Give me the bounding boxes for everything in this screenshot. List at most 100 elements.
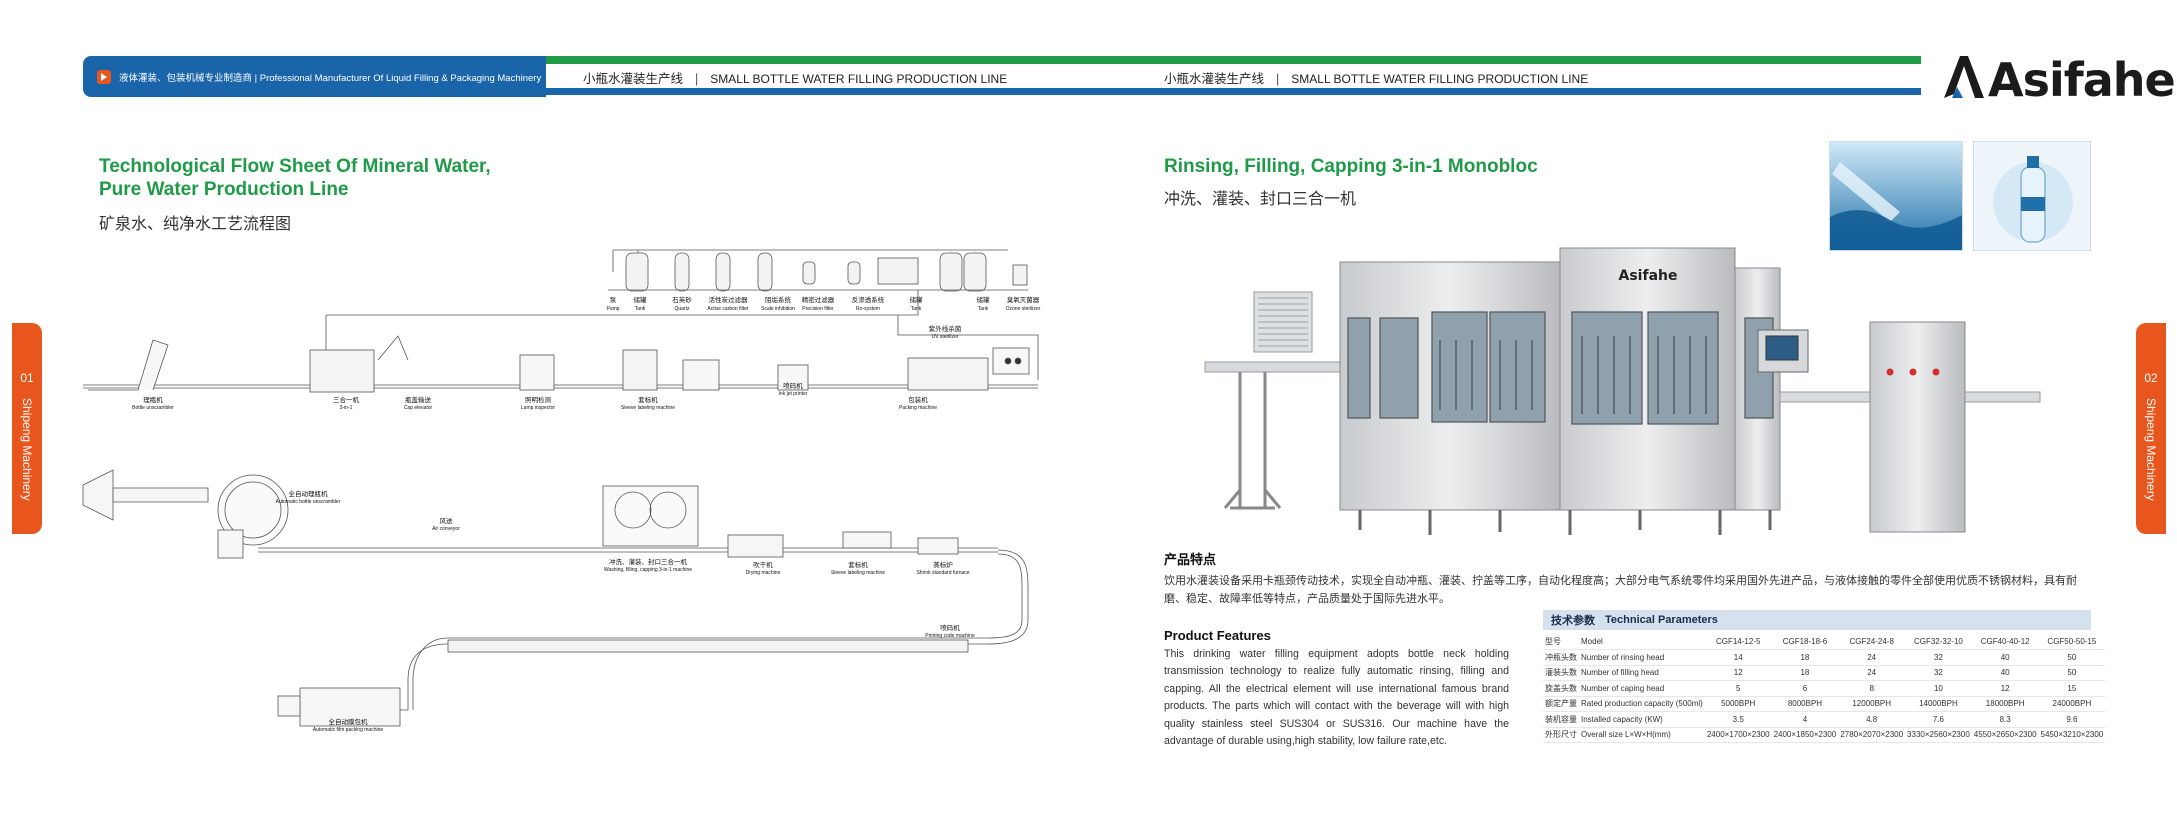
- table-cell: 12000BPH: [1852, 699, 1892, 709]
- table-row: 额定产量 Rated production capacity (500ml) 5…: [1543, 696, 2106, 712]
- table-cell: 3.5: [1732, 714, 1744, 724]
- machine-brand-label: Asifahe: [1619, 268, 1678, 284]
- label-carbon-en: Active carbon filter: [707, 306, 748, 312]
- label-coder: 喷码机: [940, 623, 960, 632]
- table-cell: 15: [2067, 683, 2077, 693]
- label-auto-unscrambler: 全自动理瓶机: [289, 489, 329, 498]
- label-triblock-en: Washing, filling, capping 3-in-1 machine: [604, 567, 692, 573]
- label-unscrambler-en: Bottle unscrambler: [132, 405, 174, 411]
- table-header-cell: CGF14-12-5: [1715, 637, 1761, 646]
- table-header-cell: 型号: [1545, 637, 1561, 646]
- flow-title-line2: Pure Water Production Line: [99, 179, 349, 200]
- table-cell: 40: [2000, 652, 2010, 662]
- label-inkjet: 喷码机: [783, 381, 803, 390]
- table-cell: 18000BPH: [1985, 699, 2025, 709]
- label-tank-en: Tank: [635, 306, 646, 312]
- title-separator: |: [695, 72, 699, 86]
- side-tab-left: 01 Shipeng Machinery: [12, 323, 42, 534]
- table-cell: 额定产量: [1545, 699, 1577, 709]
- label-ozone: 臭氧灭菌器: [1007, 295, 1040, 304]
- header-line-title-right: 小瓶水灌装生产线|SMALL BOTTLE WATER FILLING PROD…: [1164, 68, 1588, 87]
- table-cell: 4: [1802, 714, 1808, 724]
- label-precision-en: Precision filter: [802, 306, 834, 312]
- table-cell: 7.6: [1932, 714, 1944, 724]
- table-cell: 2400×1850×2300: [1773, 730, 1837, 740]
- page-number: 01: [20, 371, 34, 385]
- monobloc-subtitle: 冲洗、灌装、封口三合一机: [1164, 191, 1357, 208]
- bottle-photo: [1973, 141, 2091, 251]
- side-tab-label: Shipeng Machinery: [20, 398, 34, 501]
- header-line-title-left: 小瓶水灌装生产线|SMALL BOTTLE WATER FILLING PROD…: [583, 68, 1007, 87]
- label-ozone-en: Ozone sterilizer: [1006, 306, 1041, 312]
- header-green-stripe: [546, 56, 1921, 64]
- title-separator: |: [1276, 72, 1280, 86]
- table-cell: 外形尺寸: [1545, 730, 1577, 740]
- table-cell: 4.8: [1866, 714, 1878, 724]
- label-ro: 反渗透系统: [852, 295, 885, 304]
- header-tag-bar: 液体灌装、包装机械专业制造商 | Professional Manufactur…: [83, 56, 546, 97]
- table-cell: Rated production capacity (500ml): [1581, 699, 1703, 709]
- tech-params-table: 型号 Model CGF14-12-5 CGF18-18-6 CGF24-24-…: [1543, 634, 2106, 743]
- label-ro-en: Ro-system: [856, 306, 880, 312]
- label-sleeve: 套标机: [638, 395, 658, 404]
- water-splash-photo: [1829, 141, 1963, 251]
- label-uv: 紫外线杀菌: [929, 324, 962, 333]
- label-uv-en: UV sterilizer: [932, 334, 959, 340]
- label-air: 风送: [440, 516, 454, 525]
- label-unscrambler: 理瓶机: [143, 395, 163, 404]
- header-title-band: [546, 64, 1921, 88]
- tech-params-title-en: Technical Parameters: [1605, 614, 1718, 626]
- features-en-text: This drinking water filling equipment ad…: [1164, 648, 1509, 748]
- label-sleeve-b: 套标机: [848, 560, 868, 569]
- flow-title-line1: Technological Flow Sheet Of Mineral Wate…: [99, 156, 491, 177]
- label-dryer-en: Drying machine: [746, 570, 781, 576]
- table-header-cell: Model: [1581, 637, 1603, 646]
- features-cn-text: 饮用水灌装设备采用卡瓶颈传动技术，实现全自动冲瓶、灌装、拧盖等工序，自动化程度高…: [1164, 575, 2077, 605]
- table-cell: Installed capacity (KW): [1581, 714, 1663, 724]
- tech-params-title-cn: 技术参数: [1551, 615, 1595, 627]
- table-cell: 32: [1933, 668, 1943, 678]
- table-header-cell: CGF24-24-8: [1849, 637, 1894, 646]
- flow-sheet-subtitle: 矿泉水、纯净水工艺流程图: [99, 216, 292, 233]
- table-cell: 8000BPH: [1787, 699, 1823, 709]
- brand-logo-mark: Asifahe: [1944, 53, 2176, 107]
- monobloc-machine-image: Asifahe: [1204, 247, 2041, 535]
- table-row: 装机容量 Installed capacity (KW) 3.5 4 4.8 7…: [1543, 712, 2106, 727]
- table-cell: 3330×2560×2300: [1907, 730, 1970, 740]
- brand-logo-text: Asifahe: [1988, 53, 2175, 102]
- table-cell: 32: [1933, 652, 1943, 662]
- table-cell: 装机容量: [1545, 714, 1577, 724]
- flow-sheet-title: Technological Flow Sheet Of Mineral Wate…: [99, 155, 491, 201]
- table-cell: 6: [1802, 683, 1808, 693]
- label-inkjet-en: Ink jet printer: [779, 391, 808, 397]
- monobloc-title: Rinsing, Filling, Capping 3-in-1 Monoblo…: [1164, 156, 1538, 177]
- line-title-cn: 小瓶水灌装生产线: [583, 72, 684, 86]
- tech-params-header: 技术参数 Technical Parameters: [1543, 610, 2091, 630]
- table-cell: 40: [2000, 668, 2010, 678]
- table-cell: 5000BPH: [1721, 699, 1756, 709]
- label-carbon: 活性炭过滤器: [709, 295, 749, 304]
- label-sleeve-en: Sleeve labeling machine: [621, 405, 675, 411]
- label-tank: 储罐: [634, 295, 648, 304]
- table-cell: 9.6: [2066, 714, 2078, 724]
- label-cap: 瓶盖输送: [405, 395, 432, 404]
- table-header-cell: CGF50-50-15: [2047, 637, 2097, 646]
- side-tab-label: Shipeng Machinery: [2144, 398, 2158, 501]
- table-cell: 24: [1867, 668, 1877, 678]
- label-tank2-en: Tank: [911, 306, 922, 312]
- table-cell: 24: [1867, 652, 1877, 662]
- table-row: 外形尺寸 Overall size L×W×H(mm) 2400×1700×23…: [1543, 727, 2106, 743]
- label-quartz: 石英砂: [672, 295, 692, 304]
- label-pump: 泵: [610, 296, 617, 304]
- label-3in1: 三合一机: [333, 395, 360, 404]
- table-cell: 旋盖头数: [1545, 683, 1577, 693]
- table-cell: 12: [1733, 668, 1743, 678]
- table-cell: 5: [1735, 683, 1741, 693]
- label-tank3-en: Tank: [978, 306, 989, 312]
- table-row: 灌装头数 Number of filling head 12 18 24 32 …: [1543, 665, 2106, 681]
- process-flow-diagram: 泵 Pump 储罐 Tank 石英砂 Quartz 活性炭过滤器 Active …: [82, 249, 1041, 733]
- table-cell: 8: [1869, 683, 1874, 693]
- play-arrow-icon: [97, 69, 111, 84]
- label-auto-unscrambler-en: Automatic bottle unscrambler: [276, 499, 341, 505]
- label-precision: 精密过滤器: [802, 295, 835, 304]
